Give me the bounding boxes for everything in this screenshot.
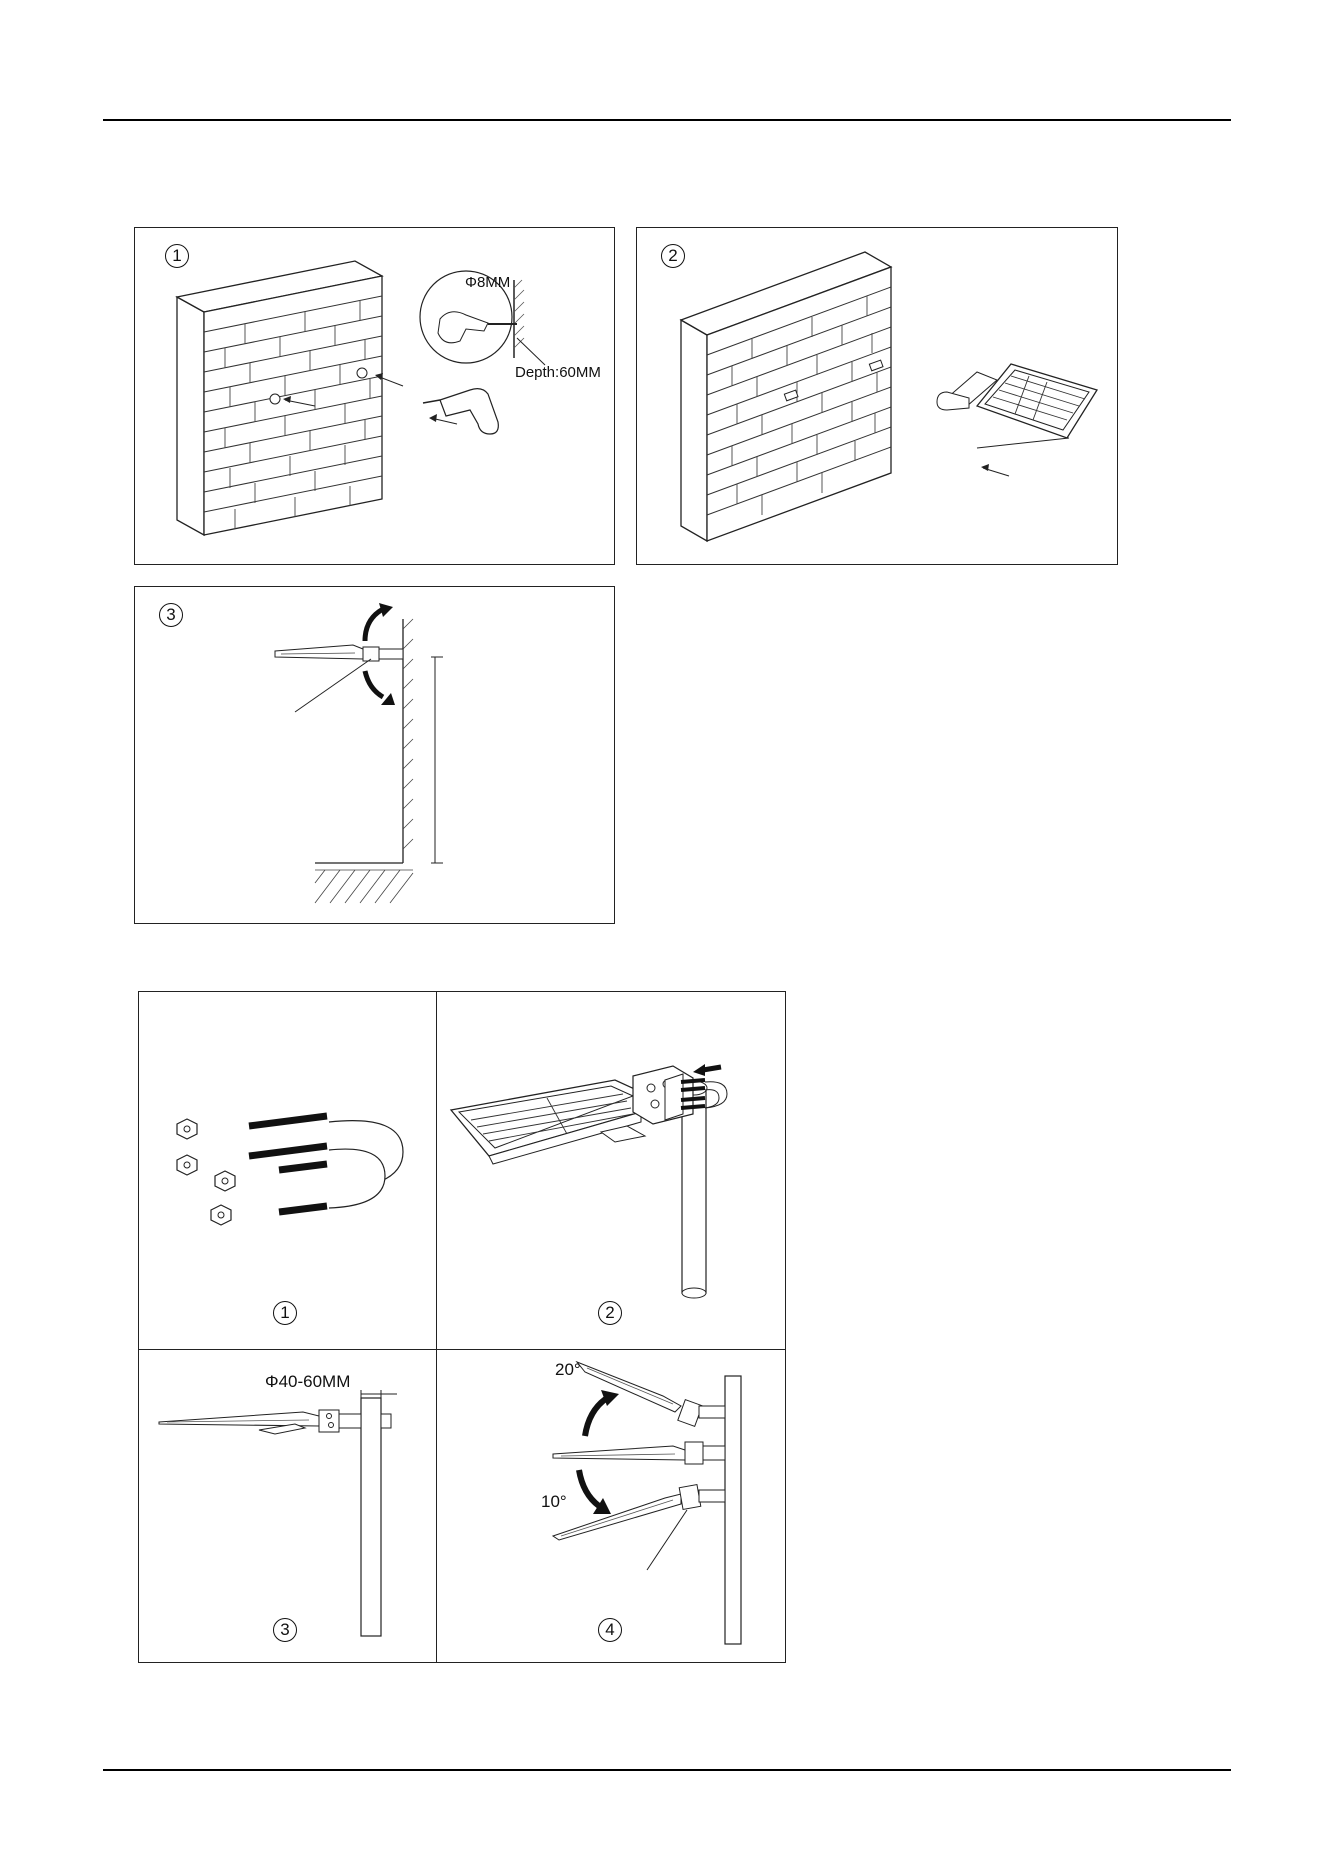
wall-step2-panel: 2 [636, 227, 1118, 565]
pole-step3-cell: Φ40-60MM 3 [139, 1350, 436, 1664]
u-bolt-hardware-illustration [139, 992, 436, 1349]
wall-step3-panel: 3 [134, 586, 615, 924]
footer-rule [103, 1769, 1231, 1771]
wall-tilt-illustration [135, 587, 616, 925]
drill-depth-label: Depth:60MM [515, 364, 601, 381]
tilt-up-label: 20° [555, 1360, 581, 1380]
pole-attach-illustration [437, 992, 787, 1349]
pole-mount-grid: 1 2 [138, 991, 786, 1663]
header-rule [103, 119, 1231, 121]
pole-step4-cell: 20° 10° 4 [437, 1350, 787, 1664]
tilt-angle-illustration [437, 1350, 787, 1664]
step-badge: 3 [273, 1618, 297, 1642]
wall-fixture-illustration [637, 228, 1119, 566]
step-badge: 1 [273, 1301, 297, 1325]
tilt-down-label: 10° [541, 1492, 567, 1512]
pole-step1-cell: 1 [139, 992, 436, 1349]
drill-bit-size-label: Φ8MM [465, 274, 510, 291]
wall-step1-panel: 1 [134, 227, 615, 565]
brick-wall-illustration [135, 228, 616, 566]
pole-diameter-illustration [139, 1350, 436, 1664]
step-badge: 2 [598, 1301, 622, 1325]
pole-diameter-label: Φ40-60MM [265, 1372, 350, 1392]
step-badge: 4 [598, 1618, 622, 1642]
pole-step2-cell: 2 [437, 992, 787, 1349]
